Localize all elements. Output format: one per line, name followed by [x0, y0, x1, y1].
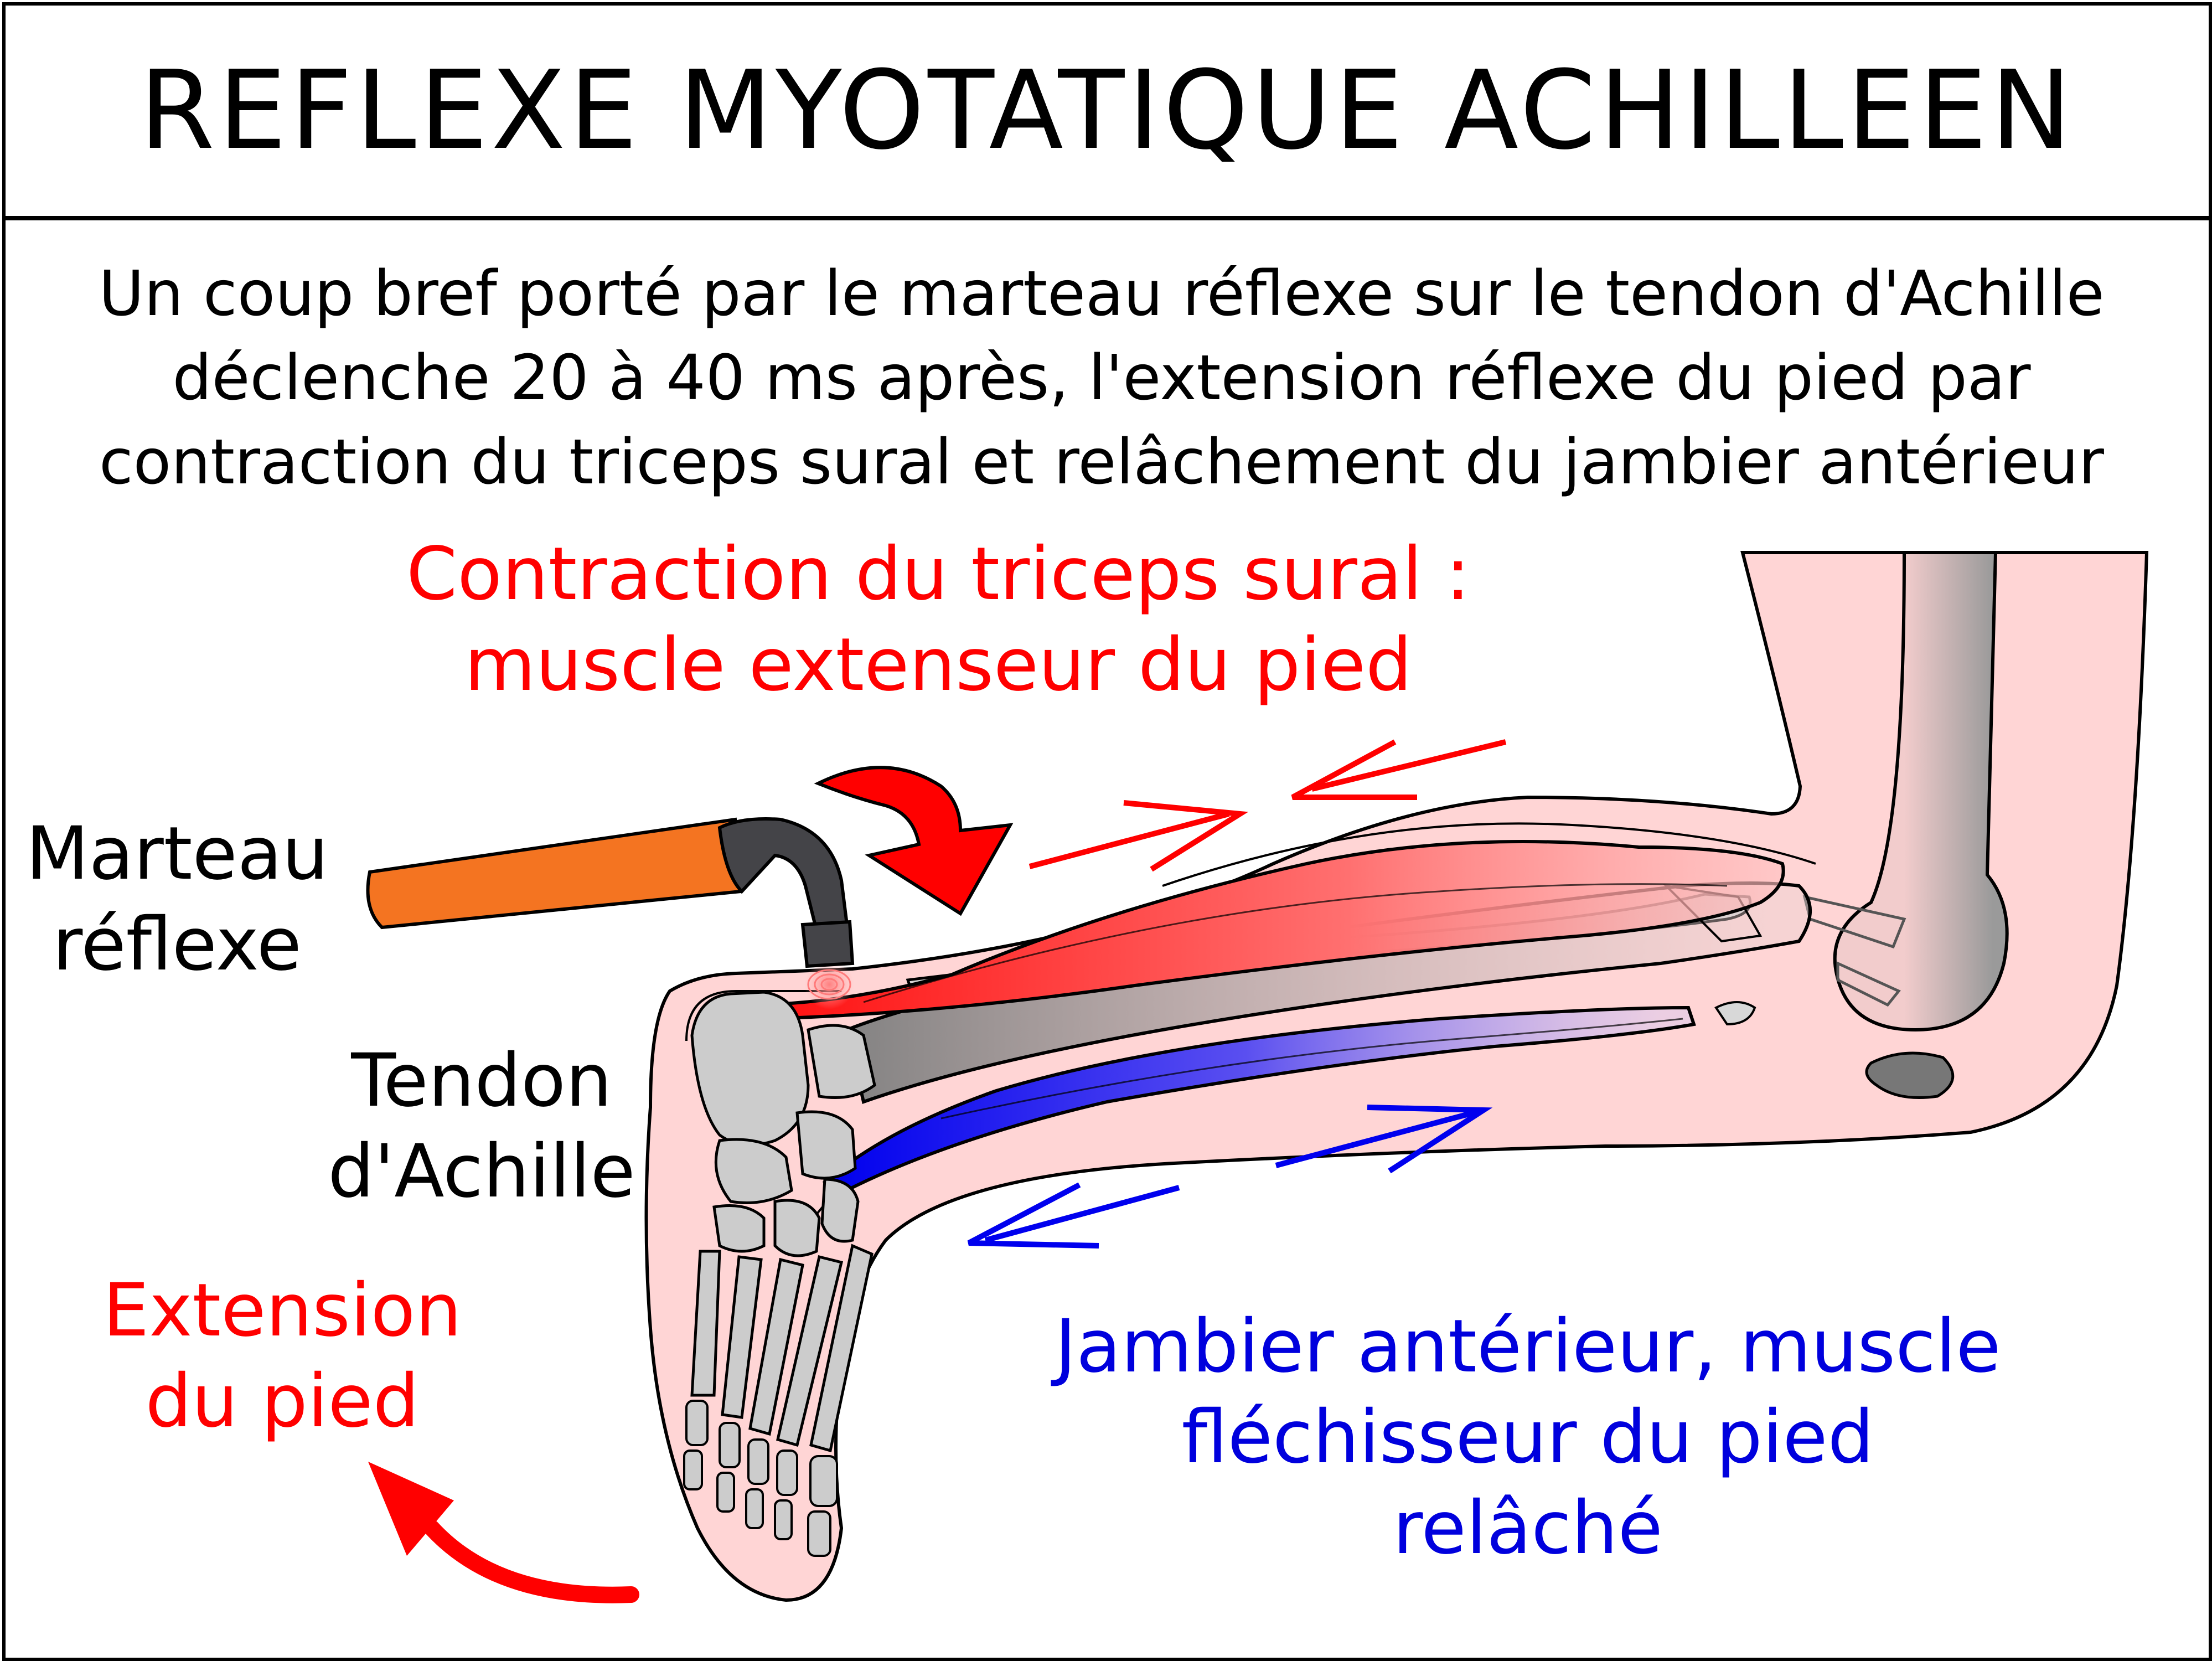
intro-line: déclenche 20 à 40 ms après, l'extension … — [172, 342, 2031, 414]
tibialis-inner-line — [940, 1018, 1683, 1120]
metatarsal-bone — [748, 1257, 804, 1436]
femur-bone — [1833, 551, 2009, 1032]
label-line: Marteau — [25, 811, 329, 896]
toe-phalanges — [683, 1400, 838, 1557]
talus-bone — [807, 1024, 876, 1099]
label-line: muscle extenseur du pied — [464, 622, 1412, 708]
metatarsal-bone — [721, 1255, 763, 1419]
extension-arrow-icon — [368, 1462, 639, 1603]
hammer-icon — [366, 817, 855, 968]
hammer-label: Marteau réflexe — [11, 808, 343, 990]
label-line: réflexe — [53, 902, 302, 987]
achilles-tendon-label: Tendon d'Achille — [299, 1035, 664, 1217]
page-title: REFLEXE MYOTATIQUE ACHILLEEN — [139, 48, 2075, 174]
stretch-arrow-icon — [1029, 739, 1507, 872]
label-line: fléchisseur du pied — [1181, 1395, 1874, 1480]
metatarsal-bone — [690, 1250, 721, 1397]
tarsal-bone — [712, 1204, 766, 1253]
label-line: Contraction du triceps sural : — [406, 532, 1470, 617]
impact-ripple-rings — [807, 969, 851, 1000]
label-line: Extension — [102, 1268, 462, 1353]
triceps-surae-label: Contraction du triceps sural : muscle ex… — [360, 529, 1517, 710]
label-line: d'Achille — [328, 1129, 635, 1214]
tarsal-bone — [714, 1138, 793, 1204]
tibialis-anterior-label: Jambier antérieur, muscle fléchisseur du… — [913, 1301, 2142, 1574]
tarsal-bone — [773, 1199, 821, 1257]
intro-line: contraction du triceps sural et relâchem… — [99, 426, 2104, 498]
patella-bone — [1865, 1051, 1955, 1099]
stretch-arrow-icon — [967, 1105, 1493, 1249]
intro-text: Un coup bref porté par le marteau réflex… — [17, 252, 2187, 504]
metatarsal-bone — [809, 1244, 874, 1453]
metatarsal-bone — [776, 1255, 844, 1447]
tarsal-bone — [820, 1178, 860, 1243]
label-line: relâché — [1393, 1485, 1663, 1571]
label-line: Tendon — [351, 1038, 612, 1123]
tarsal-bone — [795, 1110, 857, 1180]
intro-line: Un coup bref porté par le marteau réflex… — [99, 258, 2105, 330]
knee-ligament — [1836, 961, 1901, 1007]
title-bar: REFLEXE MYOTATIQUE ACHILLEEN — [6, 6, 2209, 220]
leg-skin — [644, 551, 2149, 1602]
triceps-inner-line — [863, 883, 1728, 1003]
leg-inner-contour — [685, 990, 841, 1041]
fibula-head — [1714, 1001, 1756, 1026]
tap-arrow-icon — [814, 766, 1014, 916]
leg-inner-contour — [1162, 822, 1816, 887]
label-line: Jambier antérieur, muscle — [1055, 1304, 2001, 1389]
foot-extension-label: Extension du pied — [66, 1265, 498, 1447]
label-line: du pied — [145, 1359, 420, 1444]
